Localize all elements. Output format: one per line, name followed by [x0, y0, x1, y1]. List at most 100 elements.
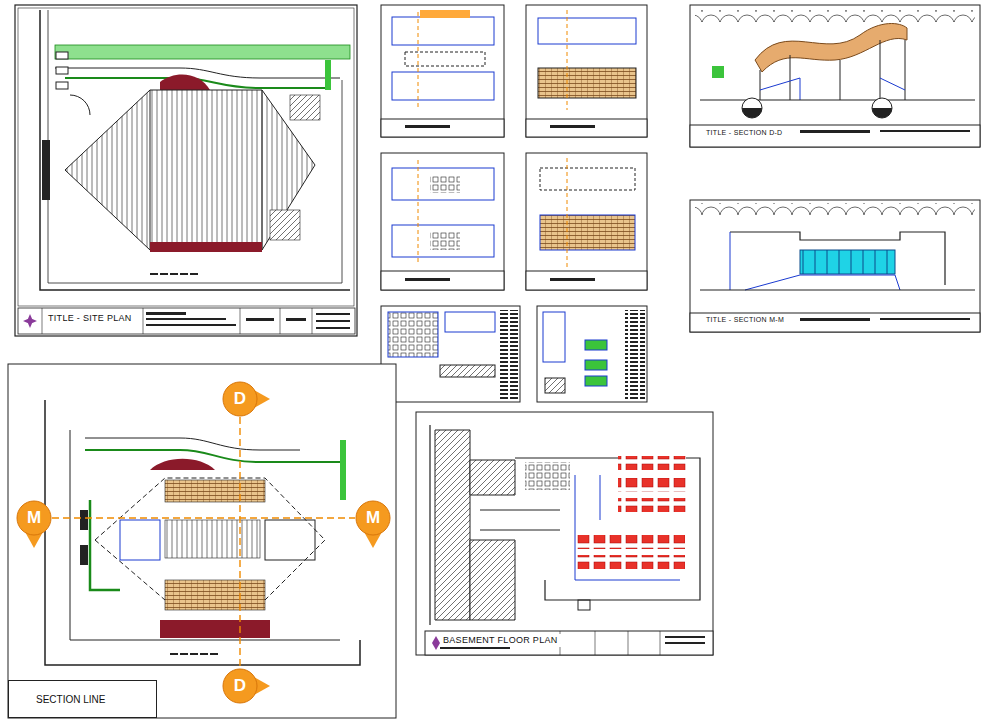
parking-cars [618, 498, 686, 512]
marker-letter: M [27, 508, 41, 528]
sheet-frame [416, 412, 713, 655]
stand-base [160, 620, 270, 638]
site-boundary [45, 400, 360, 665]
detail-callout [872, 108, 892, 118]
plan-outline [538, 18, 636, 44]
sheet-title: TITLE - SITE PLAN [45, 312, 137, 325]
seating-profile [730, 232, 900, 290]
stair [270, 210, 300, 240]
cloud-line [695, 10, 975, 22]
section-marker: M [355, 500, 391, 536]
section-cut [567, 10, 568, 110]
tree [712, 66, 724, 78]
title-strip [18, 308, 355, 334]
wave-roof [755, 24, 907, 72]
title-text-bar [550, 278, 595, 281]
cloud-line [695, 203, 975, 215]
title-strip [526, 271, 647, 290]
column-grid [430, 175, 460, 193]
ground-line [700, 99, 975, 100]
sheet-frame [526, 5, 647, 137]
detail-callout [872, 98, 892, 118]
marker-circle [356, 501, 390, 535]
gate [56, 52, 68, 59]
title-text-bar [146, 318, 226, 320]
section-cut [418, 160, 419, 265]
ramp-curve [70, 95, 90, 115]
title-text: TITLE - SITE PLAN [48, 313, 134, 323]
section-line [52, 517, 355, 518]
ground-line [700, 289, 975, 290]
stadium-roof [65, 90, 315, 250]
lane-marking [575, 475, 680, 580]
basement-sheet [416, 412, 713, 655]
seating-block [538, 68, 636, 98]
seating-profile [760, 78, 905, 100]
sheet-border [18, 8, 354, 306]
detail-section [440, 365, 495, 377]
structure [760, 40, 905, 100]
title-text-bar [146, 312, 186, 315]
notes [498, 310, 518, 400]
sheet-frame [690, 200, 980, 332]
title-text-bar [316, 320, 350, 322]
title-text-bar [405, 278, 450, 281]
section-line-sheet [8, 364, 396, 718]
title-text: SECTION LINE [36, 694, 105, 705]
sheet-frame [526, 153, 647, 290]
sheet-frame [690, 5, 980, 147]
marker-letter: D [234, 389, 246, 409]
detail-elevation [585, 340, 607, 350]
wall [80, 510, 88, 530]
title-divider [42, 308, 312, 334]
glazing [800, 250, 895, 274]
wall [80, 545, 88, 565]
site-boundary [40, 10, 350, 290]
marker-circle [223, 382, 257, 416]
notes [625, 310, 645, 400]
parking-cars [575, 535, 685, 549]
detail-plan [543, 312, 565, 362]
seating-block [165, 480, 265, 502]
section-cut [567, 158, 568, 268]
drive-lane [480, 510, 560, 530]
marker-circle [17, 501, 51, 535]
title-text-bar [665, 636, 705, 638]
scale-bar [168, 652, 218, 656]
detail-plan [445, 312, 495, 332]
road-line [85, 438, 300, 450]
title-text-bar [146, 324, 236, 326]
title-text-bar [405, 125, 450, 128]
parking-cars [575, 555, 685, 569]
ramp [435, 430, 470, 620]
sheet-frame [8, 364, 396, 718]
parking-2w [525, 462, 570, 490]
detail-elevation [585, 360, 607, 370]
title-text-bar [246, 318, 274, 321]
roof-ridge [150, 90, 262, 250]
section-line [239, 417, 240, 668]
hedge-line [85, 450, 340, 462]
gate [56, 67, 68, 74]
title-text-bar [880, 318, 970, 320]
detail-callout [742, 108, 762, 118]
roof-outline [540, 168, 635, 190]
planting [340, 440, 346, 500]
pitch [165, 520, 260, 558]
title-text-bar [286, 318, 306, 321]
title-text-bar [880, 130, 970, 132]
title-text-bar [440, 647, 510, 649]
title-text-bar [316, 313, 350, 315]
sheet-frame [381, 5, 504, 137]
floor-plan-sheets [381, 5, 647, 402]
title-text: BASEMENT FLOOR PLAN [443, 635, 560, 645]
entry-plaza [150, 459, 215, 470]
plan-outline [392, 72, 494, 100]
detail-section [545, 378, 565, 393]
title-strip [381, 119, 504, 137]
detail-callout [742, 98, 762, 118]
sheet-frame [15, 5, 357, 336]
marker-letter: D [234, 676, 246, 696]
